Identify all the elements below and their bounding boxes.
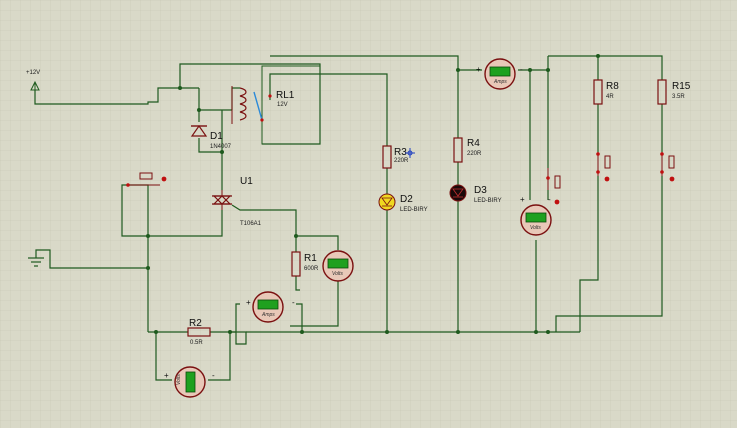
voltmeter-right-minus: - [548,195,551,204]
voltmeter-right-label: Volts [530,225,541,231]
r1-ref: R1 [304,253,317,264]
r4-ref: R4 [467,138,480,149]
voltmeter-bottom-minus: - [212,371,215,380]
ammeter-top-label: Amps [493,79,507,85]
power-terminal[interactable]: +12V [26,70,40,91]
ammeter-top-plus: + [476,65,481,74]
resistor-r1[interactable]: R1 600R [291,251,319,277]
resistor-r3[interactable]: R3 220R [382,145,409,169]
ammeter-bottom[interactable]: Amps + - [246,291,295,323]
resistor-r15[interactable]: R15 3.5R [657,79,691,105]
junction-dots [146,54,600,334]
ammeter-top-minus: - [520,65,523,74]
crosshair-cursor-icon [405,148,415,158]
r15-ref: R15 [672,81,691,92]
voltmeter-middle[interactable]: Volts [322,250,354,282]
voltmeter-bottom-plus: + [164,371,169,380]
voltmeter-middle-label: Volts [332,271,343,277]
r2-ref: R2 [189,318,202,329]
voltmeter-right[interactable]: Volts + - [520,195,552,236]
led-d3[interactable]: D3 LED-BIRY [449,184,502,204]
diode-d1[interactable]: D1 1N4007 [190,124,232,150]
r15-value: 3.5R [672,94,685,100]
r8-ref: R8 [606,81,619,92]
led3-value: LED-BIRY [474,198,502,204]
diode1-value: 1N4007 [210,144,232,150]
relay-rl1[interactable]: RL1 12V [231,65,321,145]
push-button-gate[interactable] [126,172,167,187]
ammeter-bottom-label: Amps [261,312,275,318]
resistor-r2[interactable]: R2 0.5R [187,318,211,346]
push-switch-2[interactable] [596,152,611,182]
power-label: +12V [26,70,40,76]
ammeter-bottom-minus: - [292,298,295,307]
diode1-ref: D1 [210,131,223,142]
push-switch-3[interactable] [660,152,675,182]
resistor-r4[interactable]: R4 220R [453,137,482,163]
ground-symbol[interactable] [28,257,44,267]
triac-ref: U1 [240,176,253,187]
voltmeter-bottom-label: Volts [176,374,182,385]
triac-value: T106A1 [240,221,262,227]
ammeter-bottom-plus: + [246,298,251,307]
led-d2[interactable]: D2 LED-BIRY [378,193,428,213]
led2-value: LED-BIRY [400,207,428,213]
led2-ref: D2 [400,194,413,205]
relay-ref: RL1 [276,90,295,101]
r4-value: 220R [467,151,482,157]
r3-value: 220R [394,158,409,164]
relay-value: 12V [277,102,288,108]
r2-value: 0.5R [190,340,203,346]
r1-value: 600R [304,266,319,272]
resistor-r8[interactable]: R8 4R [593,79,619,105]
wires [34,55,663,381]
ammeter-top[interactable]: Amps + - [476,58,523,90]
voltmeter-right-plus: + [520,195,525,204]
push-switch-1[interactable] [546,168,561,205]
r8-value: 4R [606,94,614,100]
voltmeter-bottom[interactable]: Volts + - [164,366,215,398]
led3-ref: D3 [474,185,487,196]
r3-ref: R3 [394,147,407,158]
triac-u1[interactable]: U1 T106A1 [212,176,262,227]
